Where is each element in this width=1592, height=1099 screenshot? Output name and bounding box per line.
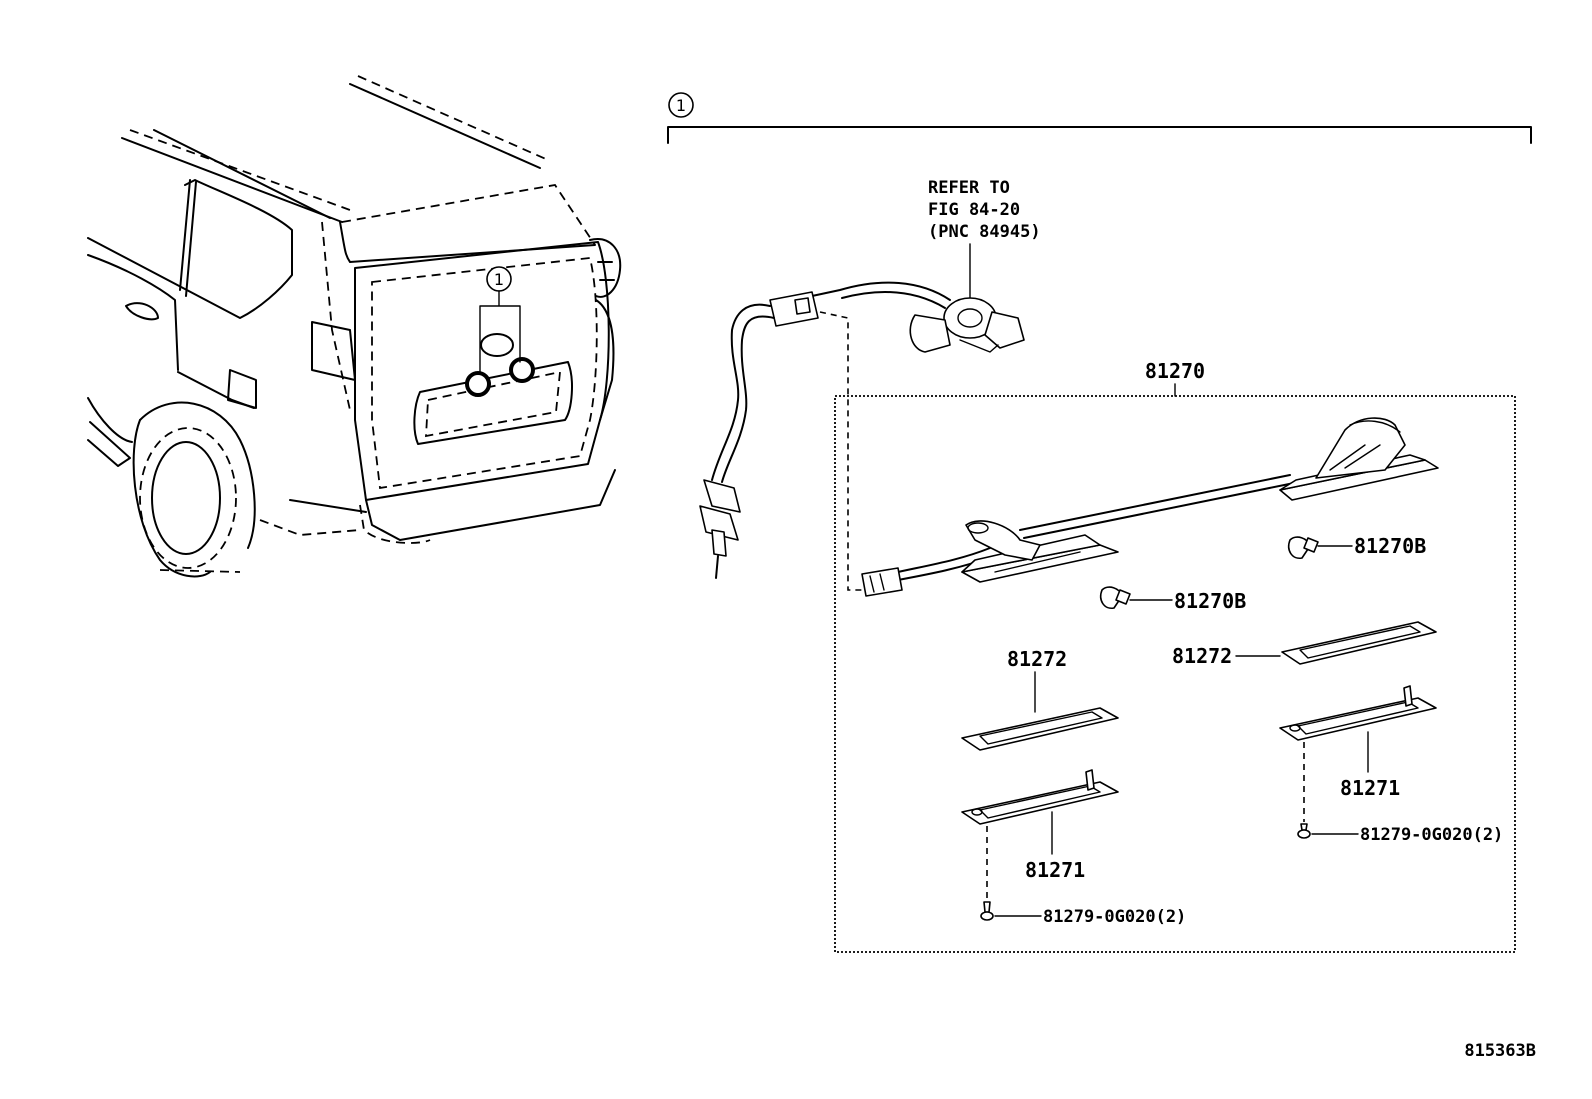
refer-note: REFER TO FIG 84-20 (PNC 84945) xyxy=(928,178,1041,311)
figure-id: 815363B xyxy=(1464,1041,1536,1061)
housing-right: 81271 xyxy=(1279,685,1437,822)
label-81279-right: 81279-0G020(2) xyxy=(1360,825,1503,845)
bulb-lower: 81270B xyxy=(1099,586,1246,613)
label-81270: 81270 xyxy=(1145,359,1205,383)
refer-note-line-1: REFER TO xyxy=(928,178,1010,198)
wire-harness xyxy=(699,281,1025,591)
label-81270B-upper: 81270B xyxy=(1354,534,1426,558)
housing-left: 81271 xyxy=(961,769,1119,900)
label-81272-right: 81272 xyxy=(1172,644,1232,668)
lens-left: 81272 xyxy=(961,647,1119,751)
screw-right: 81279-0G020(2) xyxy=(1297,823,1503,845)
assembly-bracket: 1 xyxy=(667,92,1532,144)
assembly-box: 81270 xyxy=(834,359,1516,953)
label-81270B-lower: 81270B xyxy=(1174,589,1246,613)
refer-note-line-3: (PNC 84945) xyxy=(928,222,1041,242)
bracket-callout-label: 1 xyxy=(676,96,686,115)
vehicle-callout-label: 1 xyxy=(494,270,504,289)
vehicle-rear-illustration: 1 xyxy=(87,75,622,578)
label-81272-left: 81272 xyxy=(1007,647,1067,671)
label-81271-right: 81271 xyxy=(1340,776,1400,800)
refer-note-line-2: FIG 84-20 xyxy=(928,200,1020,220)
screw-left: 81279-0G020(2) xyxy=(980,901,1186,927)
label-81279-left: 81279-0G020(2) xyxy=(1043,907,1186,927)
label-81271-left: 81271 xyxy=(1025,858,1085,882)
license-lamp-assembly xyxy=(861,417,1439,597)
lens-right: 81272 xyxy=(1172,621,1437,668)
bulb-upper: 81270B xyxy=(1287,534,1426,560)
